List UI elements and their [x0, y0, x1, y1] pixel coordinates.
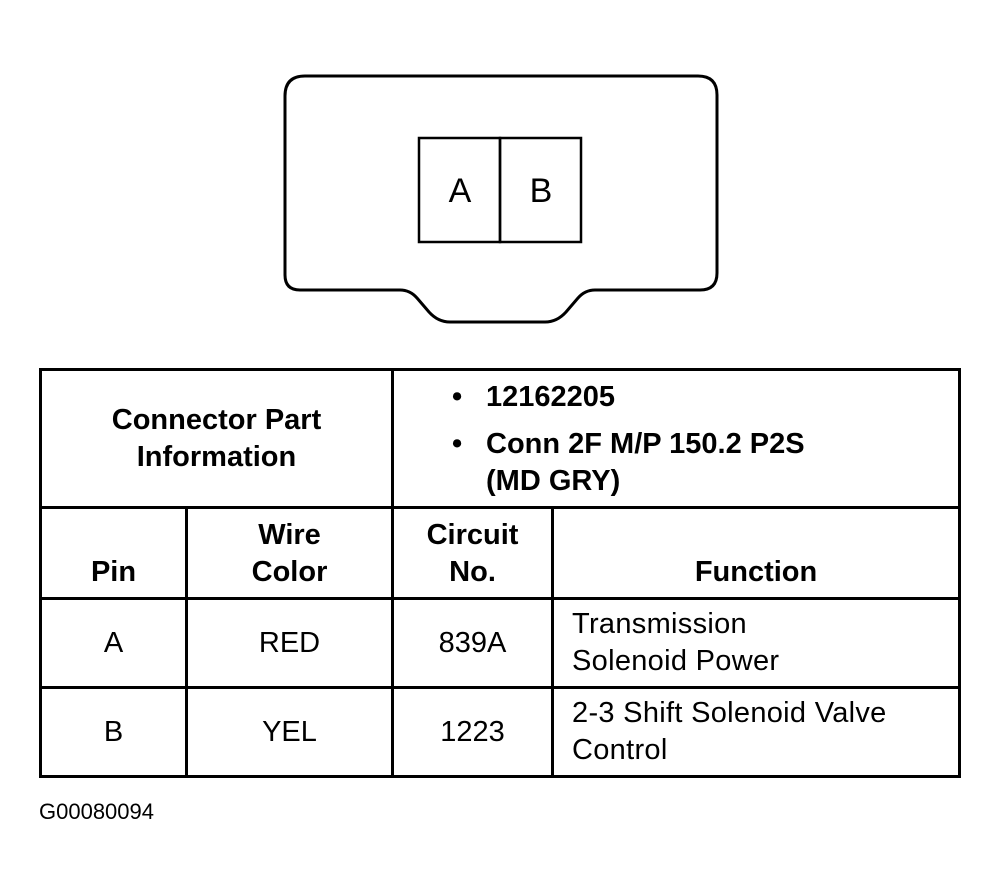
column-header-wire-color-line1: Wire [258, 519, 321, 551]
column-header-circuit-no: Circuit No. [391, 506, 555, 600]
connector-part-info-list: • 12162205 • Conn 2F M/P 150.2 P2S (MD G… [391, 368, 962, 509]
column-header-function: Function [551, 506, 962, 600]
row-b-function-line1: 2-3 Shift Solenoid Valve [572, 697, 887, 729]
row-a-wire-color: RED [184, 597, 395, 689]
part-info-label-line2: Information [136, 440, 297, 473]
connector-face-diagram: A B [283, 74, 719, 324]
bullet-icon: • [452, 381, 463, 413]
part-info-row: Connector Part Information • 12162205 • … [38, 368, 962, 509]
part-info-label-line1: Connector Part [111, 403, 322, 436]
connector-description-item: • Conn 2F M/P 150.2 P2S (MD GRY) [452, 426, 958, 500]
column-header-circuit-line2: No. [449, 556, 496, 588]
column-header-pin-text: Pin [90, 556, 137, 588]
part-number-item: • 12162205 [452, 379, 958, 416]
connector-housing-outline [283, 74, 719, 324]
row-a-pin: A [39, 597, 188, 689]
figure-id: G00080094 [39, 799, 154, 824]
row-b-function: 2-3 Shift Solenoid Valve Control [551, 686, 962, 778]
part-number: 12162205 [486, 381, 616, 413]
row-b-wire-color: YEL [184, 686, 395, 778]
pin-cavity-b [498, 136, 583, 244]
column-header-wire-color-line2: Color [251, 556, 328, 588]
bullet-icon: • [452, 428, 463, 460]
column-header-pin: Pin [39, 506, 188, 600]
connector-part-info-label: Connector Part Information [38, 368, 395, 509]
connector-pinout-table: Connector Part Information • 12162205 • … [38, 368, 962, 778]
column-header-function-text: Function [694, 556, 818, 588]
pin-label-b: B [530, 172, 553, 210]
row-a-function-line1: Transmission [572, 608, 747, 640]
table-row: B YEL 1223 2-3 Shift Solenoid Valve Cont… [39, 686, 962, 778]
row-a-circuit: 839A [391, 597, 555, 689]
pin-label-a: A [449, 172, 472, 210]
row-b-function-line2: Control [572, 734, 668, 766]
column-header-circuit-line1: Circuit [426, 519, 519, 551]
row-b-pin: B [39, 686, 188, 778]
row-b-circuit: 1223 [391, 686, 555, 778]
connector-description-line2: (MD GRY) [486, 465, 621, 497]
row-a-function: Transmission Solenoid Power [551, 597, 962, 689]
row-a-function-line2: Solenoid Power [572, 645, 780, 677]
column-header-wire-color: Wire Color [184, 506, 395, 600]
connector-description-line1: Conn 2F M/P 150.2 P2S [486, 428, 805, 460]
column-header-row: Pin Wire Color Circuit No. Function [39, 506, 962, 600]
table-row: A RED 839A Transmission Solenoid Power [39, 597, 962, 689]
